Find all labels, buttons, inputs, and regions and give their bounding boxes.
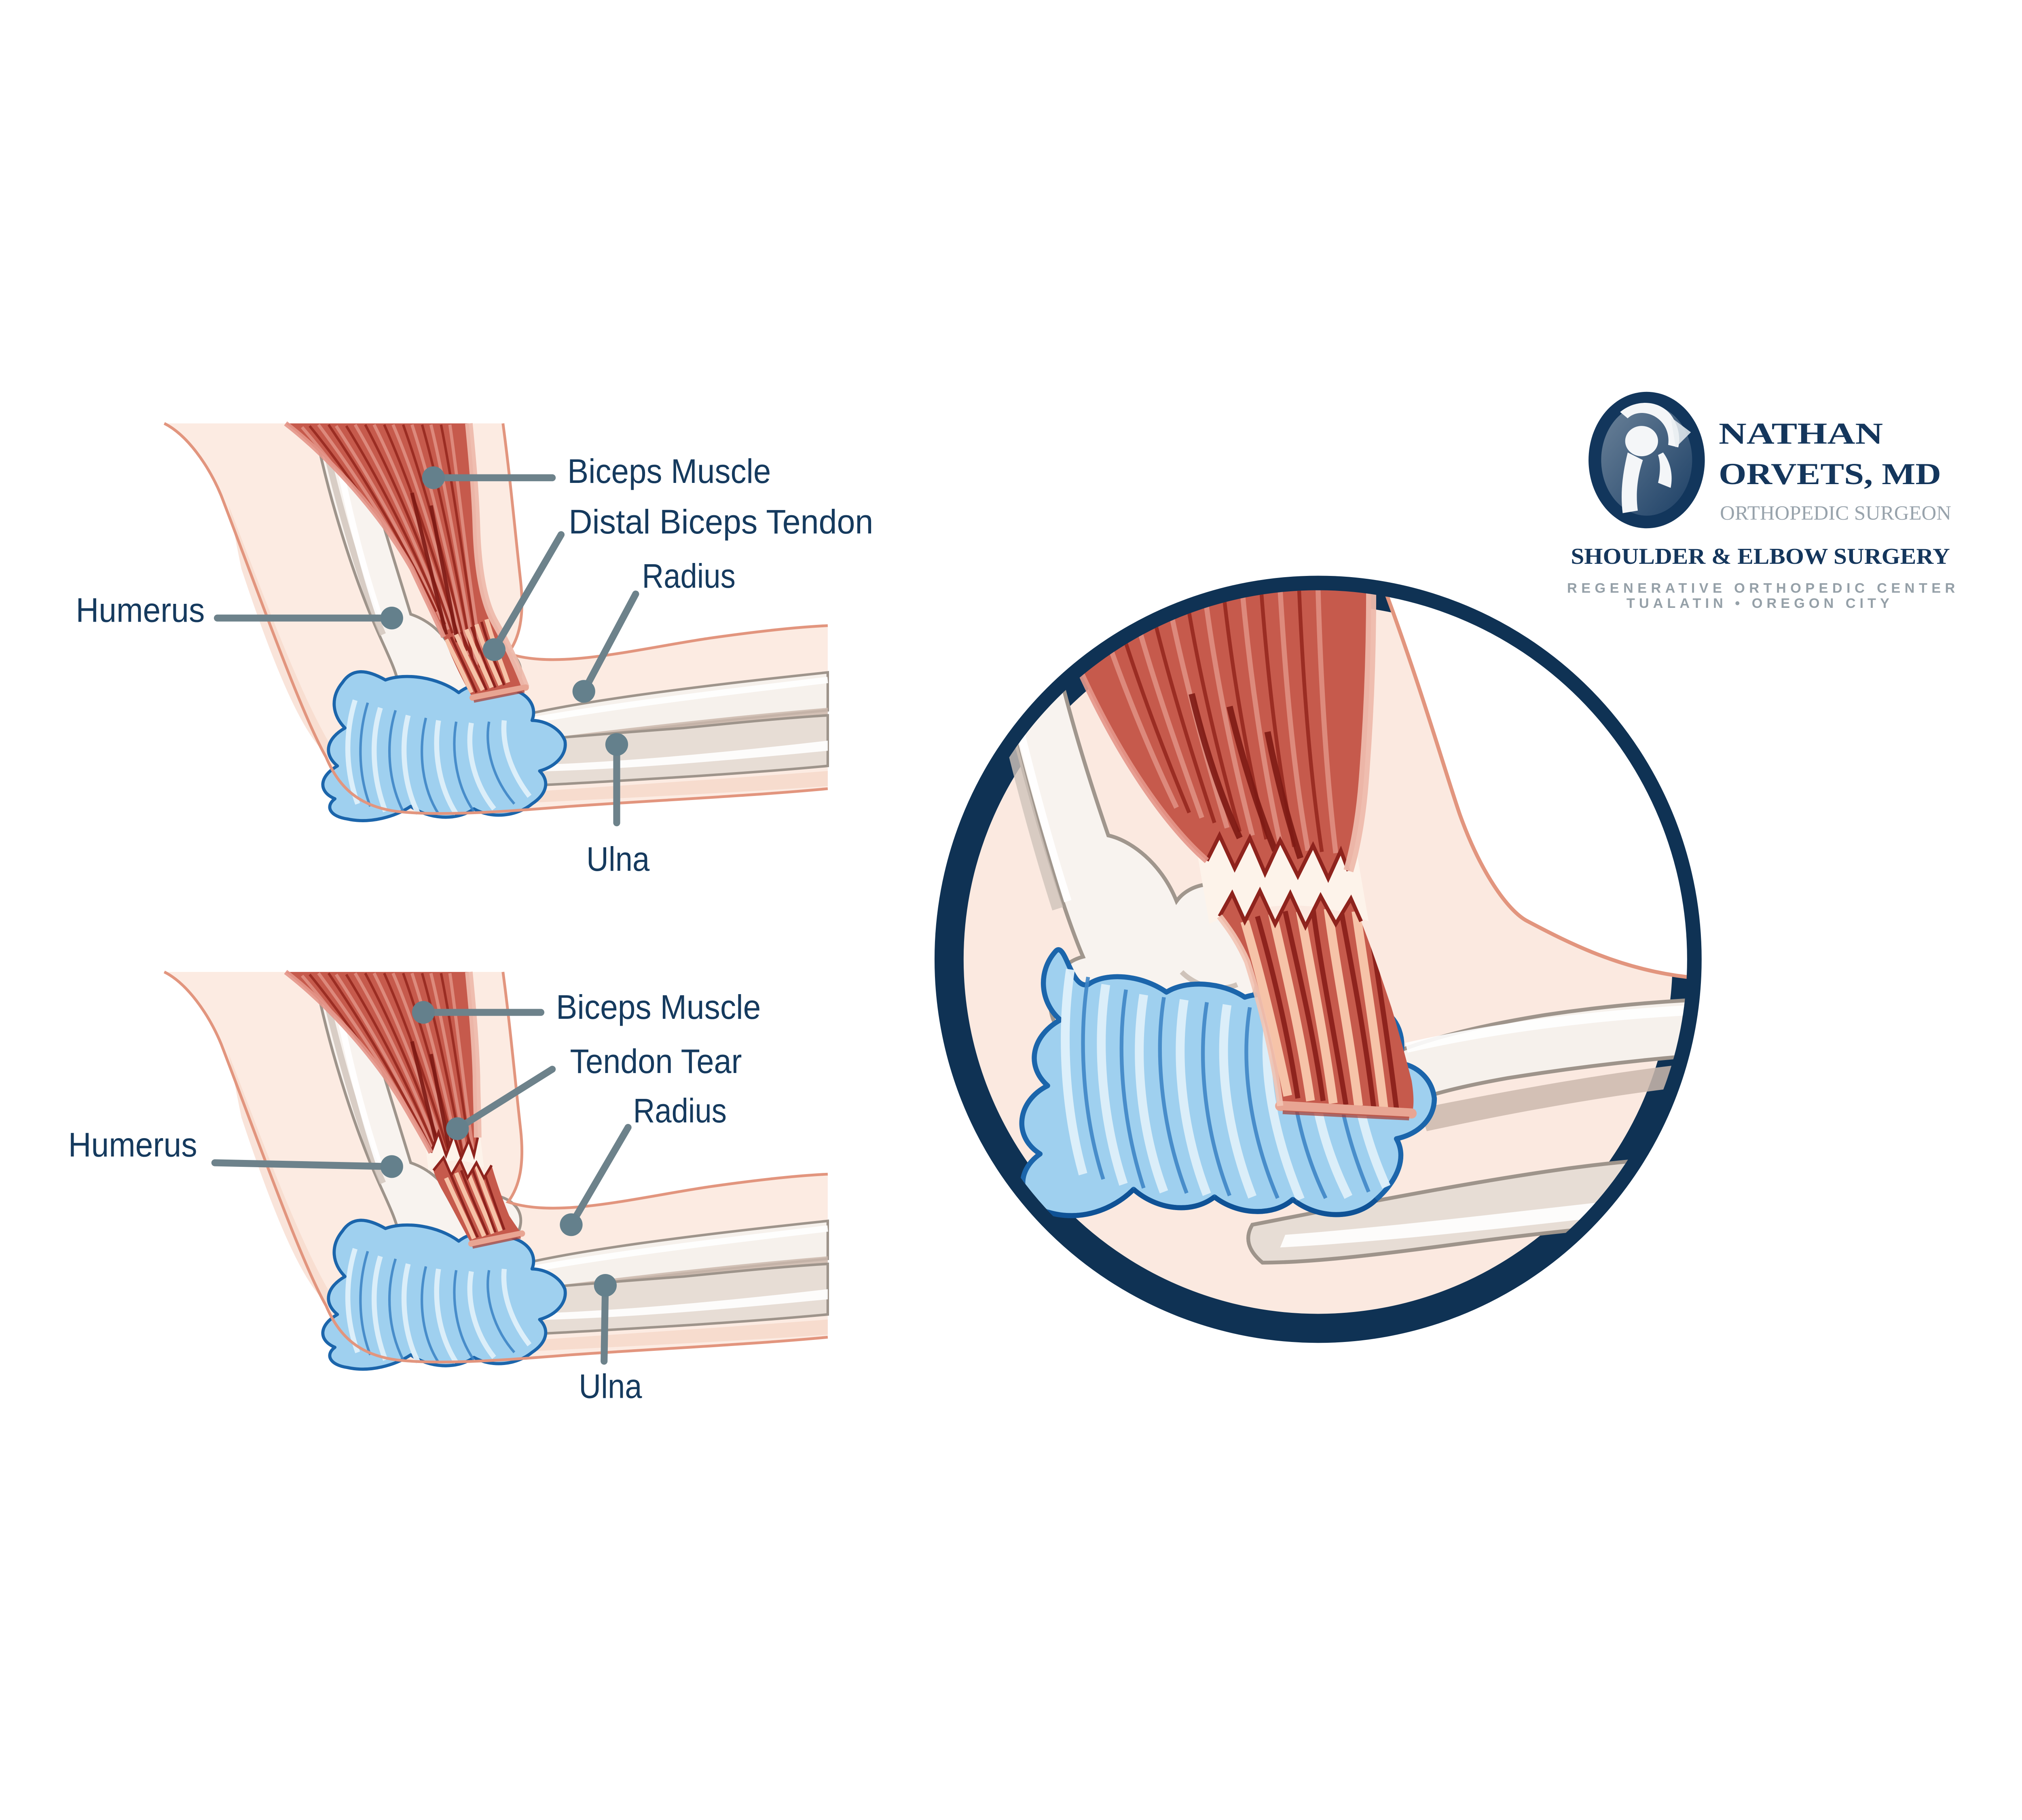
leader-dot [380,607,403,630]
label-radius-top: Radius [642,557,736,595]
leader-dot [605,733,628,756]
label-humerus-bottom: Humerus [68,1126,197,1164]
leader-line [567,1124,632,1228]
leader-line [491,531,565,653]
label-biceps-muscle-bottom: Biceps Muscle [556,988,761,1026]
label-ulna-top: Ulna [586,840,649,878]
leader-dot [380,1155,403,1178]
logo-specialty: SHOULDER & ELBOW SURGERY [1571,544,1950,569]
leader-dot [594,1274,617,1297]
bottom-diagram-labels: Biceps Muscle Tendon Tear Radius Humerus… [68,988,761,1405]
leader-line [211,1159,396,1170]
label-biceps-muscle-top: Biceps Muscle [567,452,771,490]
logo-cities: TUALATIN • OREGON CITY [1626,596,1889,611]
leader-dot [560,1213,583,1236]
logo-name-line1: NATHAN [1719,417,1883,451]
leader-dot [446,1117,469,1140]
leader-line [601,1282,609,1365]
leader-line [580,590,639,695]
leader-dot [412,1001,435,1024]
leader-dot [482,638,506,661]
logo-name-line2: ORVETS, MD [1719,457,1941,491]
magnified-tear-view [934,576,1702,1343]
label-ulna-bottom: Ulna [579,1367,642,1405]
label-tendon-tear: Tendon Tear [570,1042,742,1080]
shoulder-joint-logo-icon [1588,392,1705,529]
leader-line [454,1066,556,1132]
label-distal-biceps-tendon: Distal Biceps Tendon [569,503,873,541]
label-humerus-top: Humerus [76,591,205,629]
logo-subtitle: ORTHOPEDIC SURGEON [1720,501,1951,524]
top-diagram-labels: Biceps Muscle Distal Biceps Tendon Radiu… [76,452,874,878]
tendon-stump-zoom [1217,887,1417,1121]
leader-dot [422,466,445,489]
label-radius-bottom: Radius [633,1092,727,1130]
practice-logo: NATHAN ORVETS, MD ORTHOPEDIC SURGEON SHO… [1567,392,1955,611]
leader-dot [572,680,595,703]
